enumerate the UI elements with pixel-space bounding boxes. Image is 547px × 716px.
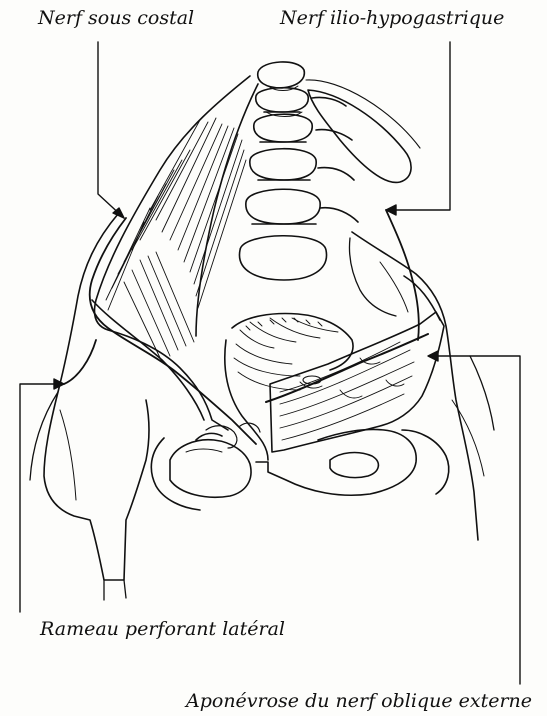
leader-rameau [20,384,60,612]
label-aponevrose: Aponévrose du nerf oblique externe [186,692,532,711]
ilio-hypogastric-nerve [386,210,419,340]
label-rameau-perforant-lateral: Rameau perforant latéral [40,620,285,639]
muscle-mass-left [95,76,259,430]
lumbar-spine [239,62,358,280]
label-nerf-ilio-hypogastrique: Nerf ilio-hypogastrique [280,9,504,28]
leader-lines [20,42,520,684]
lower-pelvis [151,429,448,510]
leader-sous-costal [98,42,124,218]
label-nerf-sous-costal: Nerf sous costal [38,9,194,28]
leader-ilio [390,42,450,210]
ilium-left [44,214,204,580]
